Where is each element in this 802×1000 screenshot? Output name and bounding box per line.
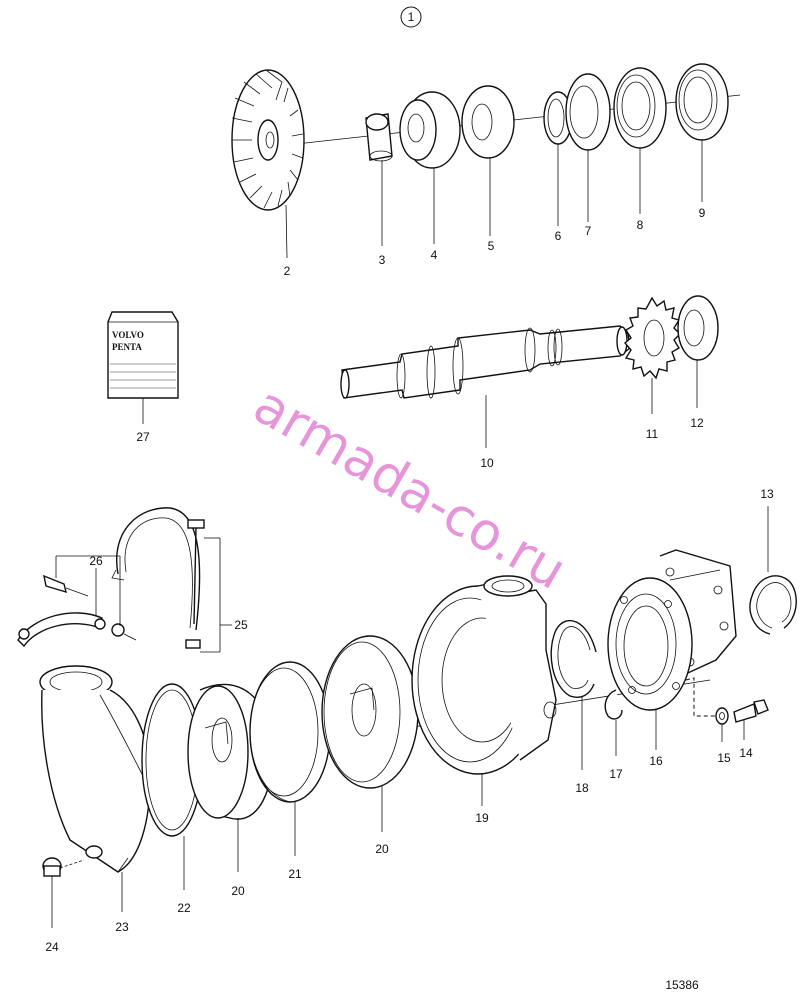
top-leaders (285, 140, 703, 259)
flanged-bearing-housing (607, 549, 737, 750)
washer (565, 73, 611, 151)
callout-20-a: 20 (231, 884, 245, 898)
callout-17: 17 (609, 767, 623, 781)
callout-13: 13 (760, 487, 774, 501)
box-label-line-1: VOLVO (112, 330, 144, 340)
callout-14: 14 (739, 746, 753, 760)
fastener-path (685, 677, 718, 717)
volute-housing (411, 575, 557, 806)
callout-18: 18 (575, 781, 589, 795)
flat-washer (715, 707, 729, 742)
bearing-housing (399, 91, 461, 169)
box-label-line-2: PENTA (112, 342, 142, 352)
small-clamp (17, 555, 137, 648)
callout-10: 10 (480, 456, 494, 470)
wear-plate-b (321, 635, 419, 832)
callout-8: 8 (637, 218, 644, 232)
callout-7: 7 (585, 224, 592, 238)
callout-19: 19 (475, 811, 489, 825)
callout-9: 9 (699, 206, 706, 220)
hex-bolt (733, 699, 769, 740)
callout-22: 22 (177, 901, 191, 915)
watermark: armada-co.ru (244, 375, 576, 601)
clamp-band (111, 507, 232, 653)
drain-plug (42, 857, 85, 928)
callout-23: 23 (115, 920, 129, 934)
callout-15: 15 (717, 751, 731, 765)
retaining-ring (749, 506, 797, 635)
turbine-wheel (231, 69, 305, 211)
callout-24: 24 (45, 940, 59, 954)
tab-washer (624, 296, 681, 414)
callout-4: 4 (431, 248, 438, 262)
callout-27: 27 (136, 430, 150, 444)
volvo-penta-kit-box: VOLVO PENTA (107, 311, 179, 424)
callout-3: 3 (379, 253, 386, 267)
turbine-shaft (340, 325, 631, 448)
callout-12: 12 (690, 416, 704, 430)
callout-11: 11 (646, 427, 659, 441)
ball-bearing-b (675, 63, 729, 141)
o-ring (141, 683, 203, 890)
callout-21: 21 (288, 867, 302, 881)
figure-number-badge: 1 (400, 6, 422, 28)
ball-bearing-a (613, 67, 667, 149)
callout-6: 6 (555, 229, 562, 243)
figure-number: 1 (408, 10, 415, 24)
drawing-number: 15386 (665, 978, 699, 992)
callout-25: 25 (234, 618, 248, 632)
callout-16: 16 (649, 754, 663, 768)
ring-band (249, 661, 331, 856)
callout-20-b: 20 (375, 842, 389, 856)
callout-26: 26 (89, 554, 103, 568)
callout-2: 2 (284, 264, 291, 278)
sleeve (365, 113, 393, 162)
snap-ring (550, 619, 597, 770)
callout-5: 5 (488, 239, 495, 253)
shaft-nut (677, 295, 719, 408)
circlip (604, 689, 623, 756)
seal-disc (461, 85, 515, 159)
